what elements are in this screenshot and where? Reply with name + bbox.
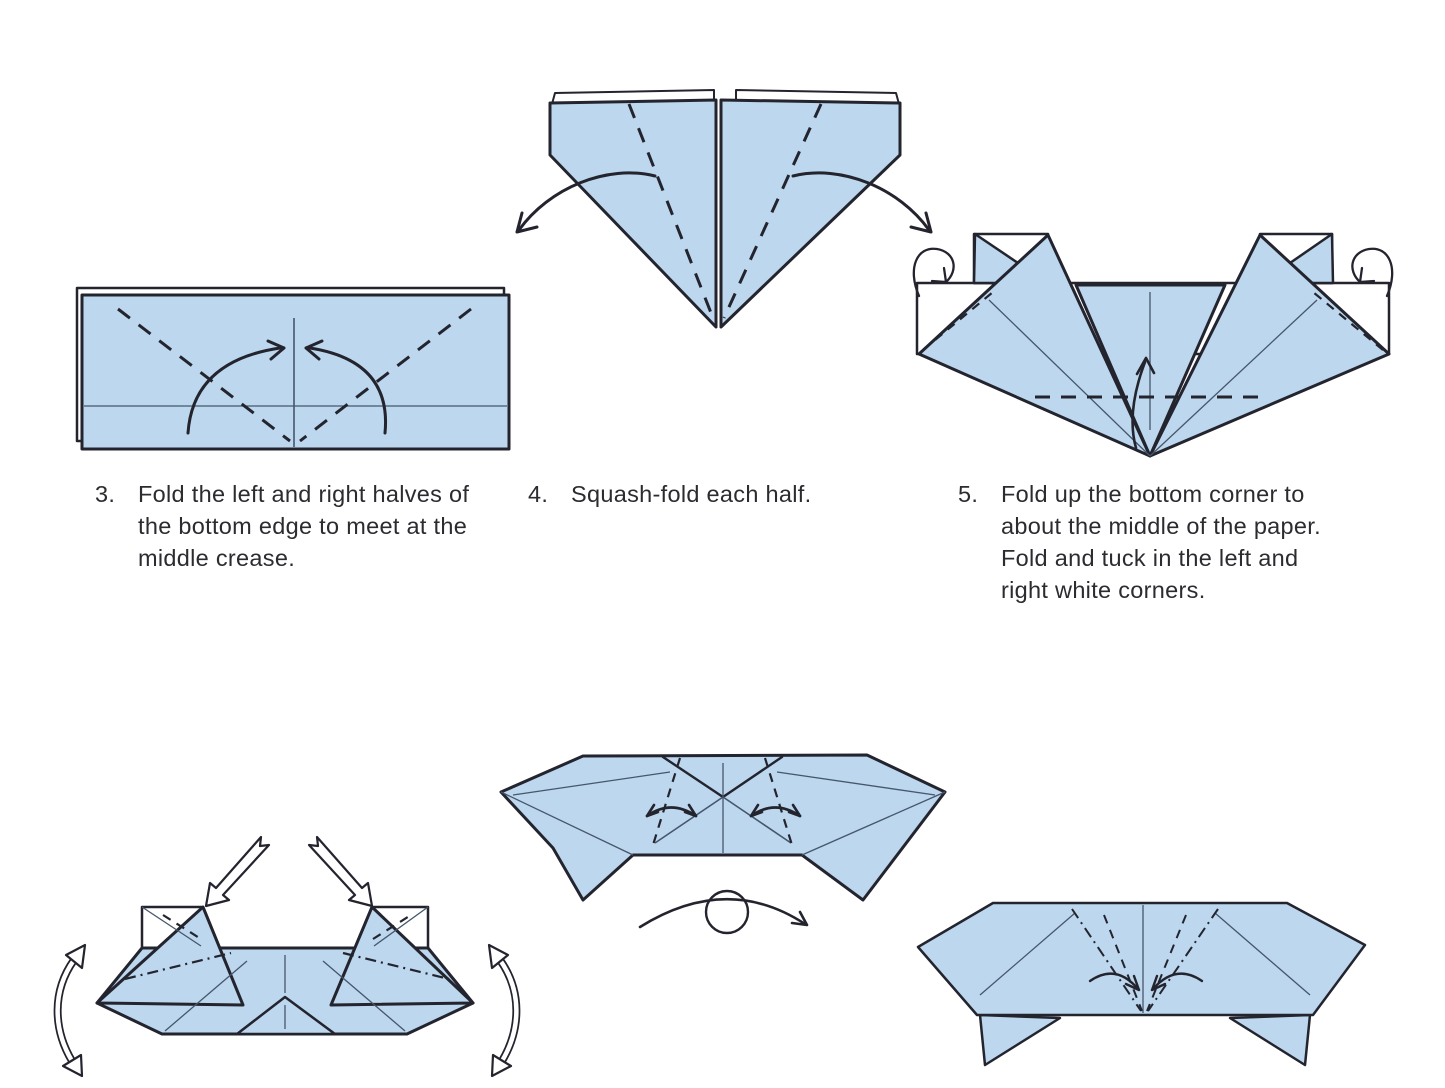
reverse-fold-line xyxy=(342,951,450,981)
front-sheet xyxy=(80,293,511,451)
crease-lines xyxy=(627,103,823,319)
swivel-arrow-icon xyxy=(645,803,802,818)
step-number: 5. xyxy=(958,481,979,507)
valley-fold-line xyxy=(1146,914,1187,1012)
step-3-diagram xyxy=(75,286,511,451)
crease-lines xyxy=(500,755,946,856)
paper-shape xyxy=(916,901,1367,1067)
valley-fold-line xyxy=(299,307,472,443)
valley-fold-line xyxy=(1103,914,1143,1012)
body xyxy=(916,901,1367,1017)
fold-up-arrow-icon xyxy=(1131,356,1156,450)
left-leg-flap xyxy=(978,1013,1062,1067)
valley-fold-line xyxy=(117,307,291,443)
step-4-caption: 4. Squash-fold each half. xyxy=(528,478,868,510)
reverse-fold-line xyxy=(124,951,232,981)
step-5-caption: 5. Fold up the bottom corner to about th… xyxy=(958,478,1343,606)
crease-lines xyxy=(979,905,1311,1013)
crease-lines xyxy=(124,906,450,1032)
crease-lines xyxy=(922,291,1384,457)
step-number: 3. xyxy=(95,481,116,507)
valley-fold-line xyxy=(722,103,823,319)
fold-behind-arrow-icon xyxy=(912,247,1394,298)
paper-shape xyxy=(75,286,511,451)
fold-line xyxy=(372,914,412,940)
fold-arrow-icon xyxy=(186,339,388,435)
turn-over-icon xyxy=(638,889,809,935)
paper-shape xyxy=(915,232,1391,458)
step-6-diagram xyxy=(53,835,521,1078)
fold-unfold-arrow-icon xyxy=(53,943,521,1078)
step-text: Fold the left and right halves of the bo… xyxy=(138,481,470,571)
step-5-diagram xyxy=(912,232,1394,458)
step-7-diagram xyxy=(499,753,947,935)
step-4-diagram xyxy=(515,89,933,329)
step-3-caption: 3. Fold the left and right halves of the… xyxy=(95,478,490,574)
center-peak xyxy=(235,995,337,1036)
step-8-diagram xyxy=(916,901,1367,1067)
reverse-fold-line xyxy=(1071,908,1142,1012)
fold-line xyxy=(162,914,202,940)
step-text: Fold up the bottom corner to about the m… xyxy=(1001,481,1321,603)
right-leg-flap xyxy=(1228,1013,1312,1067)
step-text: Squash-fold each half. xyxy=(571,481,812,507)
left-flap xyxy=(548,98,718,329)
crease-lines xyxy=(84,307,507,447)
paper-shape xyxy=(548,89,902,329)
right-flap xyxy=(719,98,902,329)
fold-arrow-icon xyxy=(515,171,933,234)
valley-fold-line xyxy=(627,103,715,319)
push-arrow-icon xyxy=(204,835,374,908)
bring-together-arrow-icon xyxy=(1088,972,1204,992)
step-number: 4. xyxy=(528,481,549,507)
